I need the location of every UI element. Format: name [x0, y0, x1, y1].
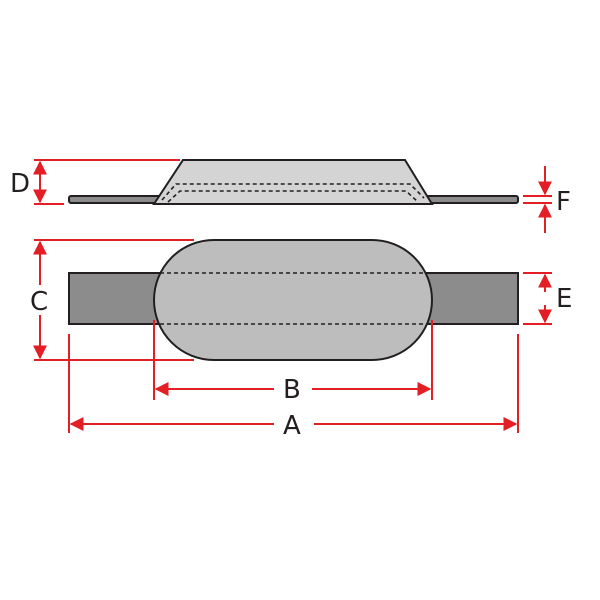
- dimension-e: E: [523, 272, 572, 325]
- top-view: [68, 239, 519, 361]
- label-b: B: [283, 375, 301, 405]
- label-a: A: [283, 411, 301, 441]
- side-hidden-line-bottom: [167, 190, 419, 203]
- side-anode-body: [152, 159, 434, 205]
- label-f: F: [556, 187, 571, 217]
- label-d: D: [10, 169, 30, 199]
- label-c: C: [30, 287, 48, 317]
- dimension-a: A: [68, 334, 519, 441]
- dimension-b: B: [153, 320, 433, 405]
- dimension-f: F: [523, 166, 571, 233]
- side-view: [68, 159, 519, 205]
- top-anode-body: [153, 239, 433, 361]
- side-hidden-line-top: [161, 183, 425, 201]
- dimension-d: D: [10, 159, 180, 205]
- dimension-c: C: [30, 239, 194, 361]
- label-e: E: [556, 284, 572, 314]
